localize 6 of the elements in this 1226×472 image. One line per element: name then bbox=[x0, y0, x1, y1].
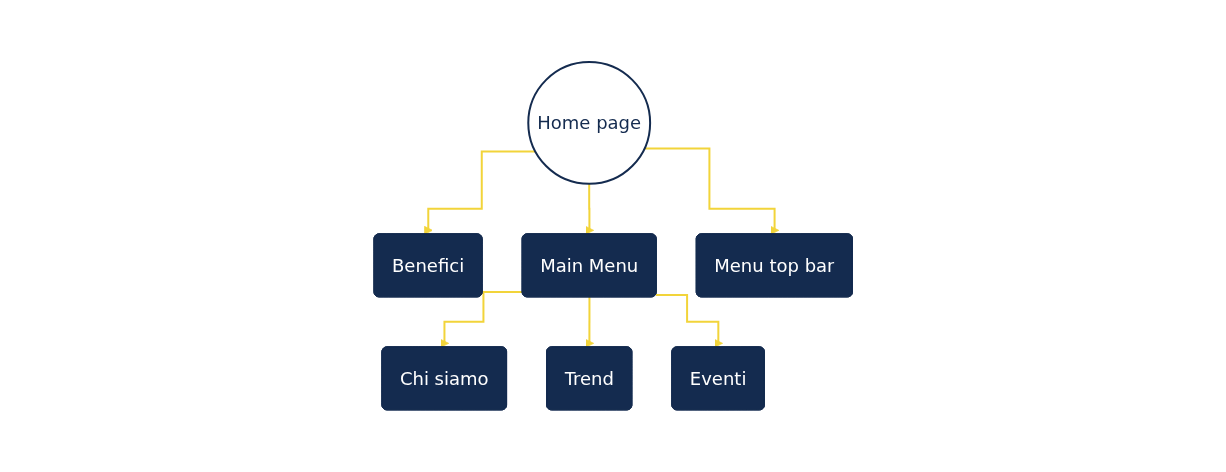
arrow bbox=[654, 294, 723, 348]
arrow bbox=[440, 291, 524, 348]
arrow bbox=[585, 296, 594, 348]
arrow bbox=[585, 182, 594, 235]
arrow bbox=[643, 147, 779, 235]
node-circle: Home page bbox=[527, 61, 651, 185]
